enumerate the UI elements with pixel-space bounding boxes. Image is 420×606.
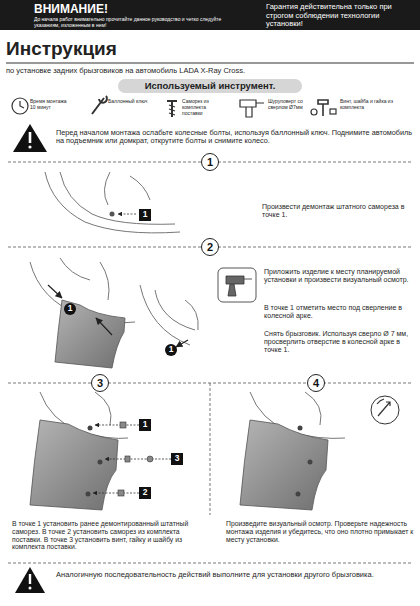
callout-text: 2 bbox=[207, 241, 213, 254]
callout-text: 1 bbox=[143, 420, 148, 430]
step-text: Произвести демонтаж штатного самореза в … bbox=[262, 203, 412, 219]
callout-number: 3 bbox=[171, 453, 183, 465]
tool-label: Баллонный ключ bbox=[108, 99, 148, 105]
callout-number: 1 bbox=[139, 419, 151, 431]
callout-number: 2 bbox=[139, 487, 151, 499]
band-text: Используемый инструмент. bbox=[145, 81, 276, 92]
band-text: До начала работ внимательно прочитайте д… bbox=[34, 17, 234, 29]
section-band: Используемый инструмент. bbox=[118, 79, 302, 93]
step-number: 4 bbox=[307, 374, 325, 392]
callout-number: 1 bbox=[139, 209, 151, 221]
subtitle: по установке задних брызговиков на автом… bbox=[6, 67, 416, 76]
tool-label: Шуруповерт со сверлом Ø7мм bbox=[268, 99, 312, 111]
callout-text: 4 bbox=[313, 377, 319, 390]
step-number: 3 bbox=[91, 374, 109, 392]
callout-text: 2 bbox=[143, 488, 148, 498]
step-text: В точке 1 отметить место под сверление в… bbox=[264, 304, 414, 320]
band-text: Гарантия действительна только при строго… bbox=[266, 3, 416, 29]
callout-text: 3 bbox=[97, 377, 103, 390]
note-text: Аналогичную последовательность действий … bbox=[56, 571, 412, 580]
tool-label: Время монтажа 10 минут bbox=[30, 99, 72, 111]
step-text: Снять брызговик. Используя сверло Ø 7 мм… bbox=[264, 330, 414, 354]
callout-text: 1 bbox=[207, 156, 213, 169]
warning-text: Перед началом монтажа ослабьте колесные … bbox=[56, 129, 414, 146]
callout-text: 1 bbox=[169, 345, 174, 355]
callout-text: 1 bbox=[143, 210, 148, 220]
band-text: ВНИМАНИЕ! bbox=[34, 3, 184, 17]
callout-text: 3 bbox=[175, 454, 180, 464]
tool-label: Винт, шайба и гайка из комплекта bbox=[340, 99, 400, 111]
step-number: 1 bbox=[201, 153, 219, 171]
warning-band: ВНИМАНИЕ!До начала работ внимательно про… bbox=[0, 0, 420, 30]
step-text: В точке 1 установить ранее демонтированн… bbox=[12, 520, 206, 551]
tool-label: Саморез из комплекта поставки bbox=[182, 99, 226, 116]
callout-text: 1 bbox=[68, 304, 73, 314]
callout-number: 1 bbox=[64, 303, 76, 315]
callout-number: 1 bbox=[165, 344, 177, 356]
step-text: Произведите визуальный осмотр. Проверьте… bbox=[226, 520, 414, 543]
step-text: Приложить изделие к месту планируемой ус… bbox=[264, 268, 414, 284]
step-number: 2 bbox=[201, 238, 219, 256]
title: Инструкция bbox=[6, 38, 117, 60]
